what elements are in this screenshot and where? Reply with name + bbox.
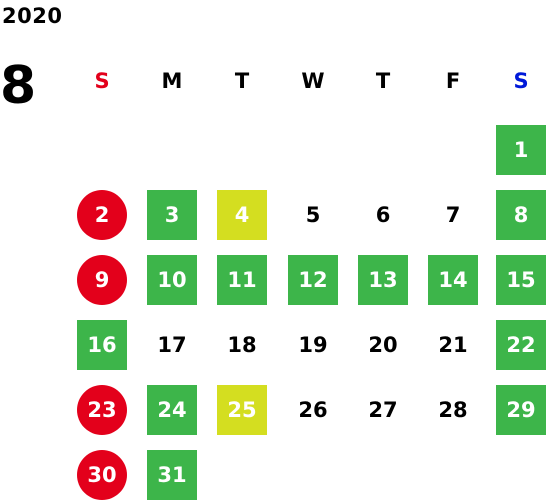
calendar-day[interactable]: 5 bbox=[305, 203, 321, 227]
calendar-day[interactable]: 24 bbox=[147, 385, 197, 435]
weekday-header: T bbox=[234, 69, 250, 93]
calendar-day[interactable]: 23 bbox=[77, 385, 127, 435]
calendar-day[interactable]: 7 bbox=[445, 203, 461, 227]
calendar-day[interactable]: 21 bbox=[438, 333, 468, 357]
calendar-day[interactable]: 29 bbox=[496, 385, 546, 435]
calendar-day[interactable]: 11 bbox=[217, 255, 267, 305]
calendar-day[interactable]: 8 bbox=[496, 190, 546, 240]
calendar-day[interactable]: 2 bbox=[77, 190, 127, 240]
weekday-header: S bbox=[94, 69, 110, 93]
calendar-day[interactable]: 13 bbox=[358, 255, 408, 305]
calendar-day[interactable]: 20 bbox=[368, 333, 398, 357]
calendar-day[interactable]: 3 bbox=[147, 190, 197, 240]
calendar-day[interactable]: 19 bbox=[298, 333, 328, 357]
calendar-day[interactable]: 31 bbox=[147, 450, 197, 500]
calendar-day[interactable]: 6 bbox=[375, 203, 391, 227]
calendar-day[interactable]: 22 bbox=[496, 320, 546, 370]
calendar-day[interactable]: 18 bbox=[227, 333, 257, 357]
calendar-day[interactable]: 16 bbox=[77, 320, 127, 370]
calendar-day[interactable]: 17 bbox=[157, 333, 187, 357]
weekday-header: T bbox=[375, 69, 391, 93]
calendar-day[interactable]: 26 bbox=[298, 398, 328, 422]
calendar-day[interactable]: 10 bbox=[147, 255, 197, 305]
calendar-day[interactable]: 4 bbox=[217, 190, 267, 240]
calendar-day[interactable]: 30 bbox=[77, 450, 127, 500]
calendar-day[interactable]: 14 bbox=[428, 255, 478, 305]
calendar-day[interactable]: 9 bbox=[77, 255, 127, 305]
calendar-month: 8 bbox=[0, 56, 37, 116]
weekday-header: W bbox=[301, 69, 325, 93]
calendar-year: 2020 bbox=[2, 4, 63, 28]
calendar-day[interactable]: 28 bbox=[438, 398, 468, 422]
weekday-header: F bbox=[445, 69, 461, 93]
calendar-day[interactable]: 1 bbox=[496, 125, 546, 175]
weekday-header: M bbox=[161, 69, 183, 93]
calendar-day[interactable]: 12 bbox=[288, 255, 338, 305]
calendar-day[interactable]: 25 bbox=[217, 385, 267, 435]
calendar-day[interactable]: 27 bbox=[368, 398, 398, 422]
calendar-day[interactable]: 15 bbox=[496, 255, 546, 305]
weekday-header: S bbox=[513, 69, 529, 93]
